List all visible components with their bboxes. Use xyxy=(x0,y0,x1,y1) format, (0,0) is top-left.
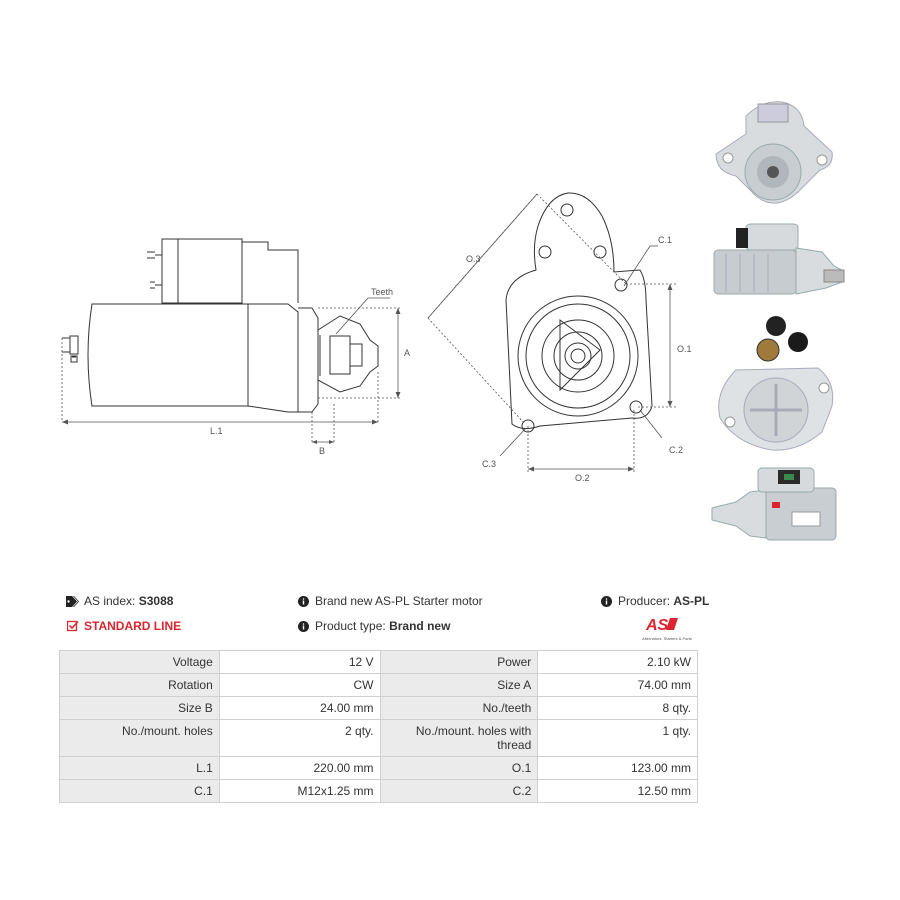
label-a: A xyxy=(404,348,410,358)
photo-front xyxy=(706,96,848,222)
as-index-label: AS index: xyxy=(84,594,136,608)
label-o1: O.1 xyxy=(677,344,692,354)
photo-label xyxy=(706,462,848,546)
spec-value: 220.00 mm xyxy=(218,756,381,780)
check-square-icon xyxy=(66,620,79,633)
label-o2: O.2 xyxy=(575,473,590,483)
label-c3: C.3 xyxy=(482,459,496,469)
producer-label: Producer: xyxy=(618,594,671,608)
spec-value: 74.00 mm xyxy=(537,673,698,697)
spec-key: C.1 xyxy=(59,779,220,803)
standard-line-label: STANDARD LINE xyxy=(84,619,182,633)
producer: Producer: AS-PL xyxy=(600,594,709,608)
spec-key: O.1 xyxy=(379,756,539,780)
starter-label-view-icon xyxy=(706,462,848,546)
spec-value: M12x1.25 mm xyxy=(218,779,381,803)
starter-side-view-icon xyxy=(706,218,848,300)
spec-key: C.2 xyxy=(379,779,539,803)
photo-side xyxy=(706,218,848,300)
tags-icon xyxy=(66,595,79,608)
spec-value: 8 qty. xyxy=(537,696,698,720)
standard-line: STANDARD LINE xyxy=(66,619,181,633)
spec-key: Voltage xyxy=(59,650,220,674)
label-o3: O.3 xyxy=(466,254,481,264)
as-pl-logo: AS Alternators, Starters & Parts xyxy=(642,617,692,641)
spec-key: Size B xyxy=(59,696,220,720)
spec-key: Size A xyxy=(379,673,539,697)
spec-value: 2 qty. xyxy=(218,719,381,757)
starter-front-view-icon xyxy=(706,96,848,222)
product-info: AS index: S3088 STANDARD LINE Brand new … xyxy=(60,594,709,642)
spec-value: 1 qty. xyxy=(537,719,698,757)
product-type: Product type: Brand new xyxy=(297,619,450,633)
product-type-label: Product type: xyxy=(315,619,386,633)
logo-tagline: Alternators, Starters & Parts xyxy=(642,636,692,641)
spec-value: 2.10 kW xyxy=(537,650,698,674)
product-type-value: Brand new xyxy=(389,619,451,633)
as-index-value: S3088 xyxy=(138,594,174,608)
photo-rear xyxy=(706,312,848,454)
spec-value: 12 V xyxy=(218,650,381,674)
label-c1: C.1 xyxy=(658,235,672,245)
spec-key: L.1 xyxy=(59,756,220,780)
as-index: AS index: S3088 xyxy=(66,594,173,608)
label-teeth: Teeth xyxy=(371,287,393,297)
spec-value: 123.00 mm xyxy=(537,756,698,780)
label-b: B xyxy=(319,446,325,456)
spec-value: CW xyxy=(218,673,381,697)
spec-key: No./mount. holes xyxy=(59,719,220,757)
logo-text: AS xyxy=(645,617,669,634)
info-icon xyxy=(297,620,310,633)
starter-rear-view-icon xyxy=(706,312,848,454)
spec-key: No./mount. holes with thread xyxy=(379,719,539,757)
info-icon xyxy=(600,595,613,608)
description: Brand new AS-PL Starter motor xyxy=(297,594,483,608)
description-text: Brand new AS-PL Starter motor xyxy=(315,594,483,608)
label-l1: L.1 xyxy=(210,426,223,436)
spec-value: 24.00 mm xyxy=(218,696,381,720)
spec-value: 12.50 mm xyxy=(537,779,698,803)
info-icon xyxy=(297,595,310,608)
producer-value: AS-PL xyxy=(673,594,710,608)
spec-key: No./teeth xyxy=(379,696,539,720)
spec-key: Power xyxy=(379,650,539,674)
spec-key: Rotation xyxy=(59,673,220,697)
label-c2: C.2 xyxy=(669,445,683,455)
